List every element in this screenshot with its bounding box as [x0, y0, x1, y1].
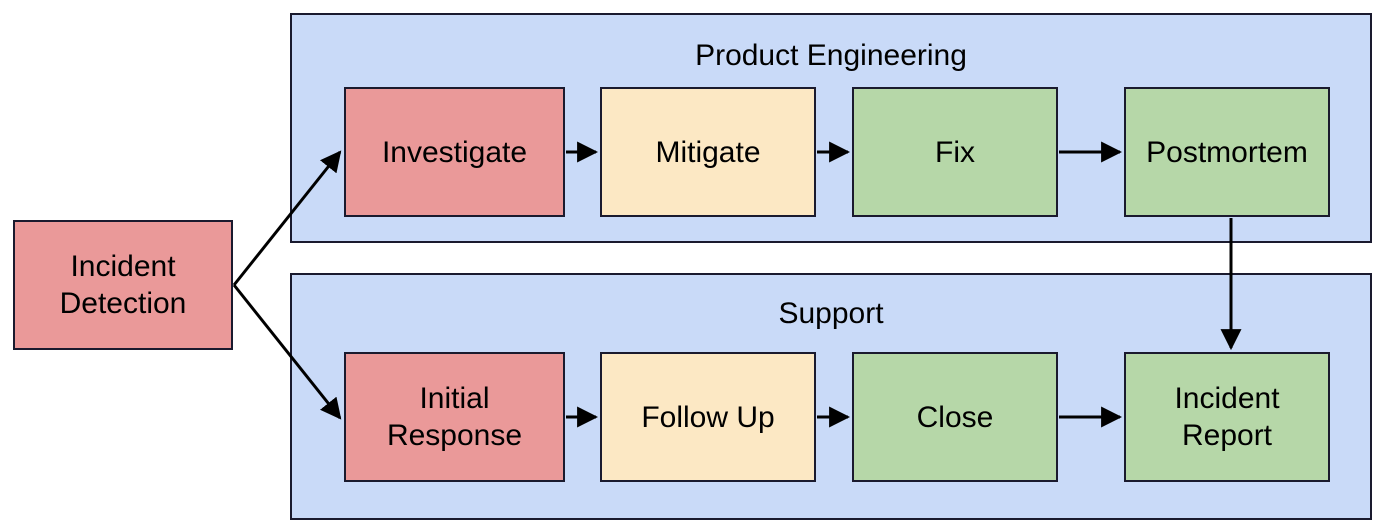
swimlane-title-support: Support: [778, 297, 884, 330]
node-label-incident-report: Incident Report: [1174, 380, 1279, 454]
node-label-initial-response: Initial Response: [387, 380, 522, 454]
node-initial-response[interactable]: Initial Response: [344, 352, 565, 482]
node-label-line1: Mitigate: [655, 135, 761, 169]
node-label-line2: Report: [1181, 419, 1273, 452]
node-label-line1: Investigate: [381, 135, 528, 169]
node-incident-report[interactable]: Incident Report: [1124, 352, 1330, 482]
node-fix[interactable]: Fix: [852, 87, 1058, 217]
node-investigate[interactable]: Investigate: [344, 87, 565, 217]
swimlane-title-product-engineering: Product Engineering: [695, 39, 967, 72]
node-label-line2: Response: [386, 419, 523, 452]
node-label-line1: Postmortem: [1146, 135, 1308, 169]
node-label-line1: Incident: [1174, 382, 1280, 415]
node-label-line1: Follow Up: [641, 400, 775, 434]
node-label-line2: Detection: [59, 287, 187, 320]
node-label-line1: Incident: [70, 250, 176, 283]
node-label-mitigate: Mitigate: [655, 134, 760, 171]
node-label-investigate: Investigate: [382, 134, 527, 171]
node-close[interactable]: Close: [852, 352, 1058, 482]
node-label-fix: Fix: [935, 134, 975, 171]
node-label-postmortem: Postmortem: [1146, 134, 1308, 171]
node-follow-up[interactable]: Follow Up: [600, 352, 816, 482]
node-label-line1: Fix: [935, 135, 975, 169]
node-label-line1: Close: [916, 400, 994, 434]
node-label-close: Close: [917, 399, 994, 436]
node-label-incident-detection: Incident Detection: [60, 248, 187, 322]
node-incident-detection[interactable]: Incident Detection: [13, 220, 233, 350]
node-postmortem[interactable]: Postmortem: [1124, 87, 1330, 217]
node-label-line1: Initial: [419, 382, 490, 415]
node-label-follow-up: Follow Up: [641, 399, 774, 436]
node-mitigate[interactable]: Mitigate: [600, 87, 816, 217]
